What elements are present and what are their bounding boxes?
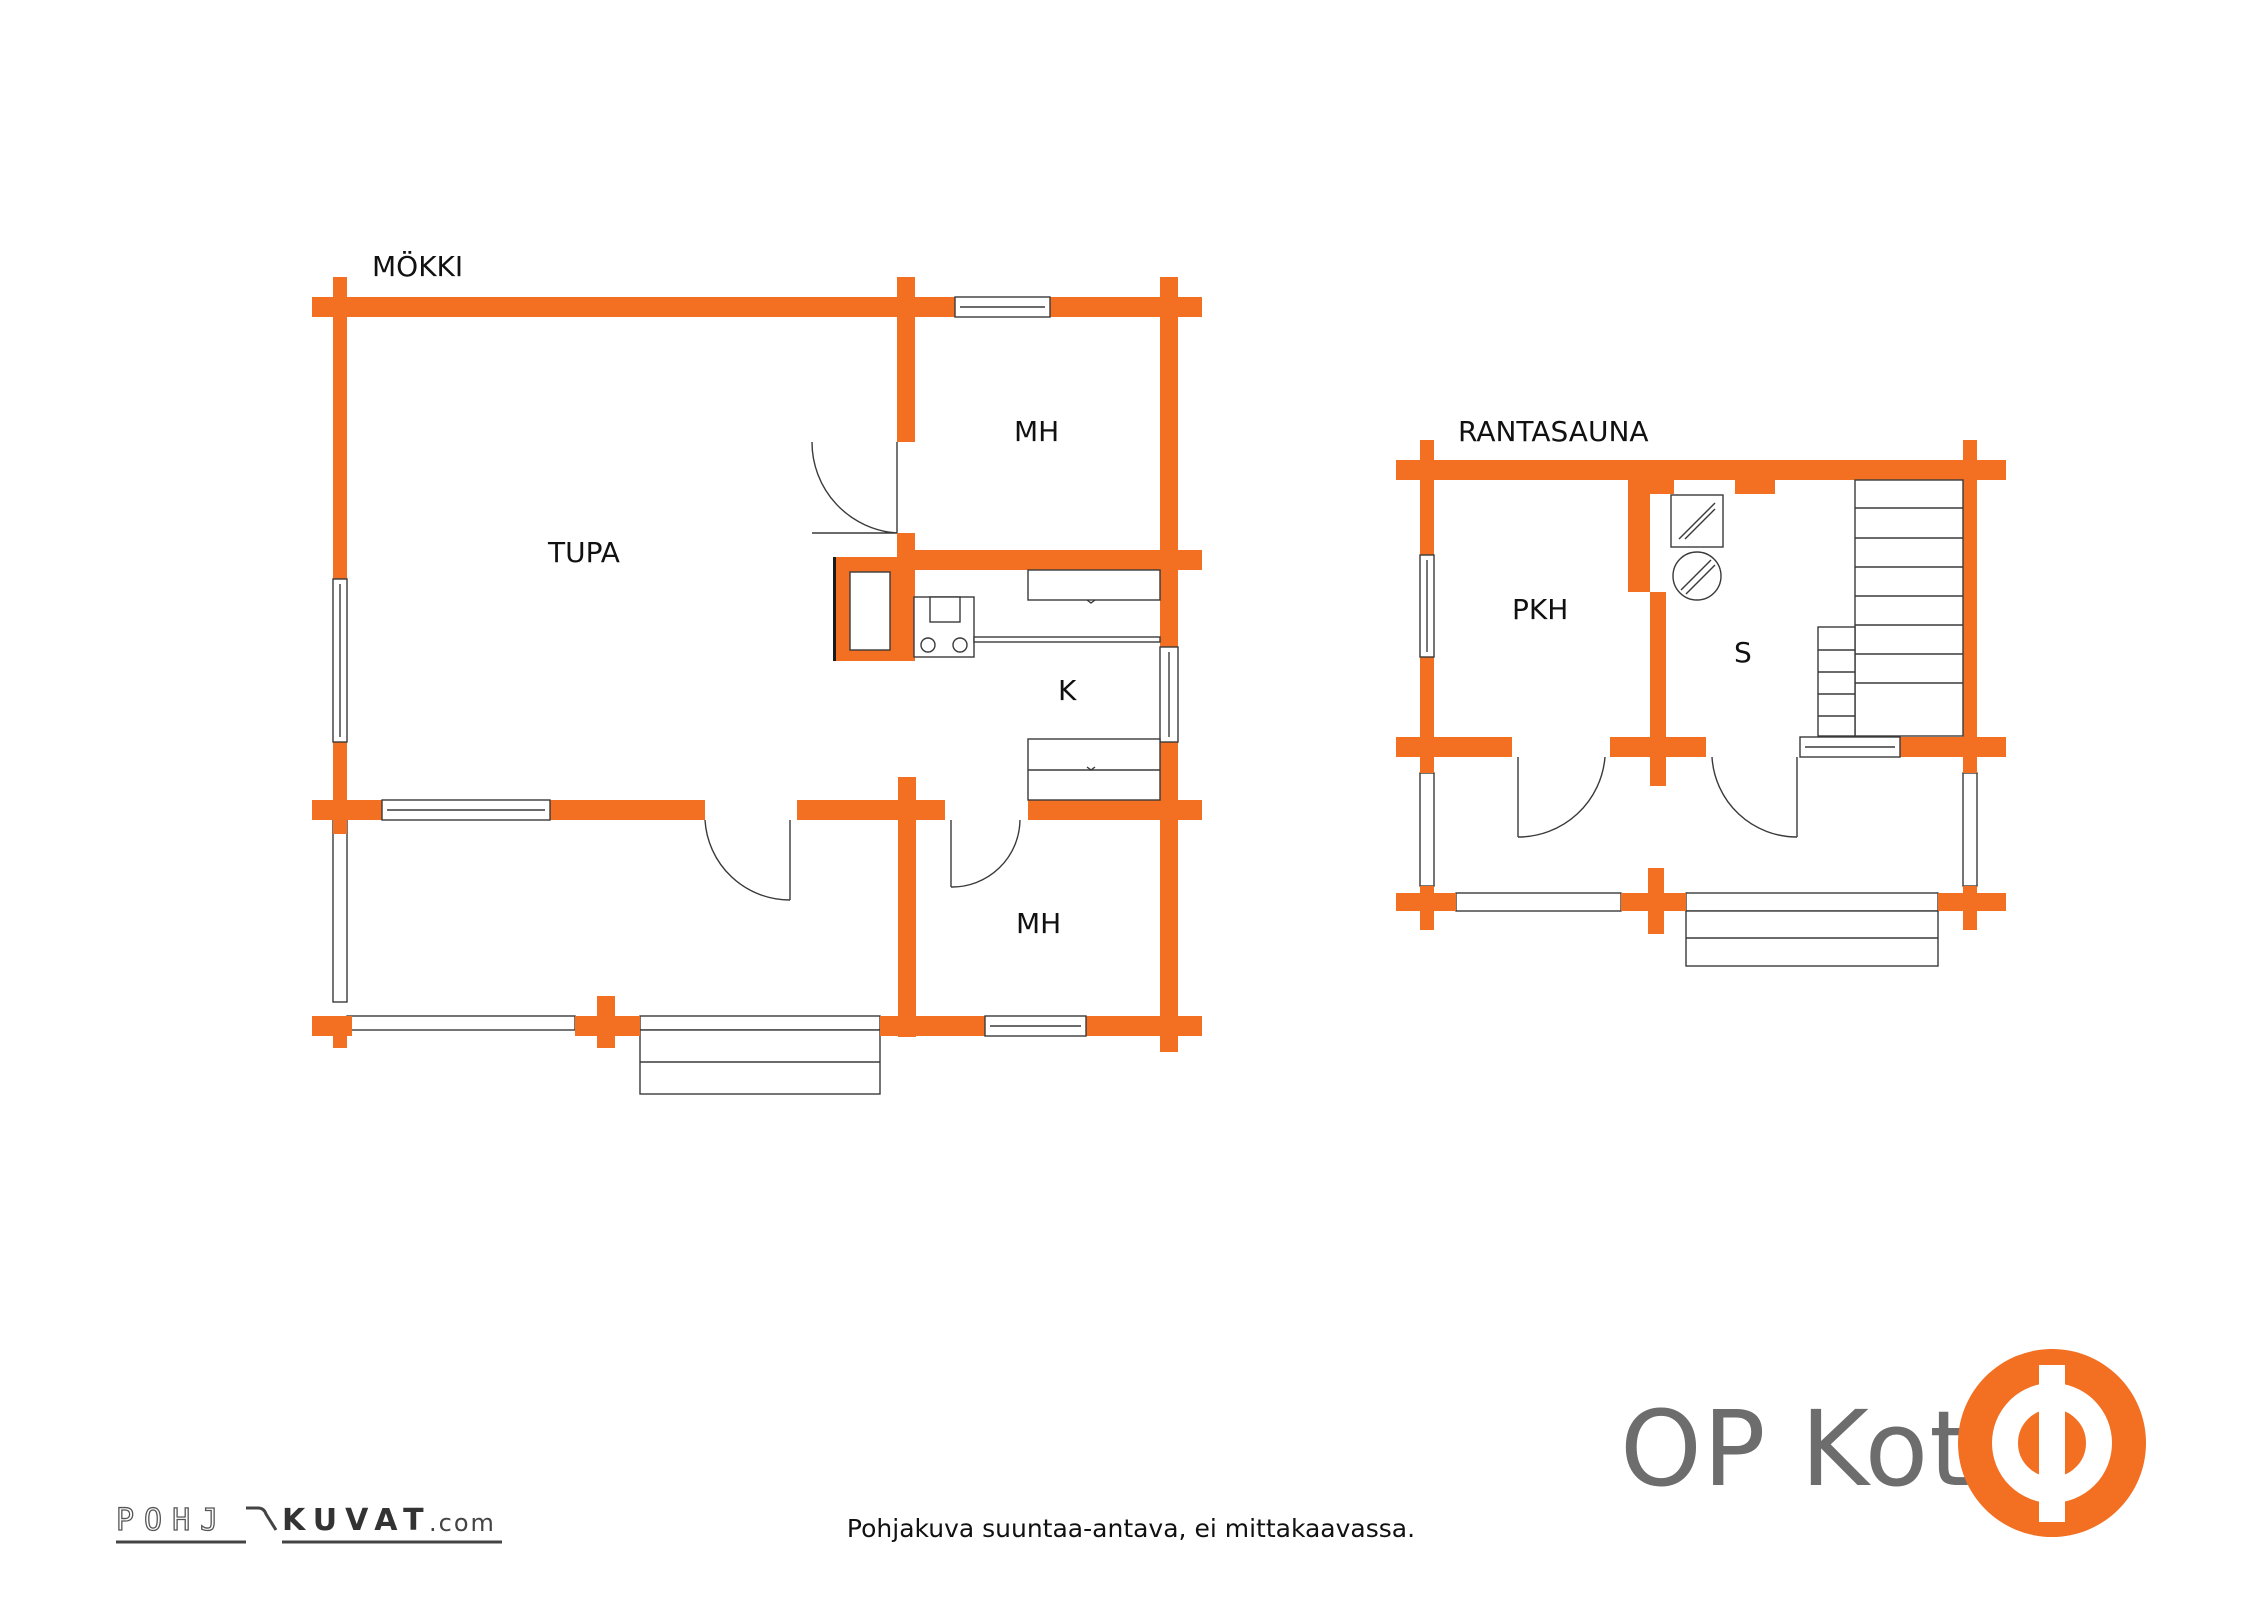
mokki-walls [312,277,1202,1052]
porch-rail-bottom-left [346,1015,576,1031]
room-label-tupa: TUPA [547,536,620,569]
mokki-doors [704,441,1021,901]
cabinet-top [1027,569,1161,601]
sauna-porch-rail-left [1419,772,1435,887]
mokki-windows [332,296,1179,1037]
room-label-mh-bottom: MH [1016,907,1061,940]
rantasauna-floor-plan: RANTASAUNA PKH S [1396,415,2006,967]
room-label-pkh: PKH [1512,593,1568,626]
brand-name: OP Koti [1620,1388,2001,1510]
pohjakuvat-watermark: POHJ KUVAT .com [115,1502,502,1544]
watermark-part1: POHJ [116,1503,228,1538]
sauna-bench [1854,479,1964,737]
sauna-step [1817,626,1856,737]
rantasauna-windows [1419,554,1901,758]
porch-rail-left [332,817,348,1003]
door-tupa-mh [811,441,898,534]
disclaimer-caption: Pohjakuva suuntaa-antava, ei mittakaavas… [847,1514,1415,1543]
door-mh-bottom [950,819,1021,888]
rantasauna-doors [1517,756,1798,838]
porch-rail-bottom-right [639,1015,881,1031]
sauna-porch-rail-right [1962,772,1978,887]
op-logo-icon [1958,1349,2146,1537]
door-pkh [1517,756,1606,838]
sauna-fixtures [1670,479,1964,737]
counter-line [973,636,1161,643]
room-label-k: K [1058,674,1077,707]
room-label-mh-top: MH [1014,415,1059,448]
fireplace-opening [849,571,891,651]
building-label-rantasauna: RANTASAUNA [1458,415,1649,448]
sauna-porch-rail-bottom [1455,892,1622,912]
room-label-s: S [1734,636,1752,669]
building-label-mokki: MÖKKI [372,249,463,283]
mokki-floor-plan: MÖKKI TUPA MH K MH [312,249,1202,1095]
water-heater [1672,551,1722,601]
kitchen-fixtures [833,557,1161,801]
door-sauna [1711,756,1798,838]
watermark-part2: KUVAT [282,1503,432,1538]
sauna-porch-edge [1685,892,1939,912]
rantasauna-walls [1396,440,2006,934]
watermark-domain: .com [429,1509,496,1537]
door-entrance [704,819,791,901]
